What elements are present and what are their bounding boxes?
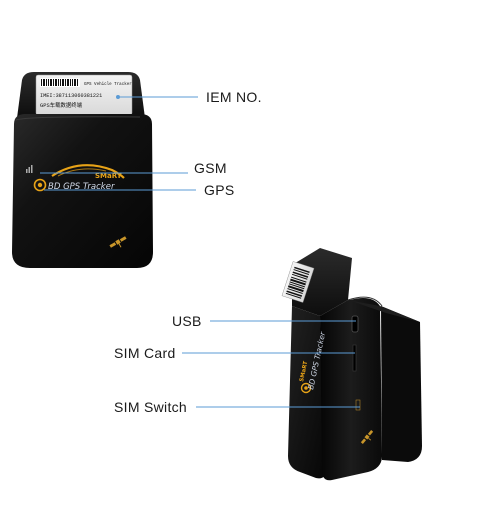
usb-port <box>351 315 359 333</box>
tracker-side-face <box>320 298 383 481</box>
tracker-body <box>12 114 153 268</box>
callout-sim-card: SIM Card <box>114 345 176 361</box>
brand-swirl-icon-angled <box>300 382 312 394</box>
callout-gsm: GSM <box>194 160 227 176</box>
brand-logo: SMaRT BD GPS Tracker <box>33 164 125 192</box>
brand-top-text-angled: SMaRT <box>299 360 309 382</box>
tracker-right-face <box>381 306 422 462</box>
imei-label-angled <box>281 261 315 303</box>
obd-plug-angled <box>292 248 352 316</box>
brand-bottom-text: BD GPS Tracker <box>48 182 115 192</box>
callout-sim-switch: SIM Switch <box>114 399 188 415</box>
sim-card-slot <box>352 344 357 372</box>
callout-gps: GPS <box>204 182 235 198</box>
device-front-view: GPS Vehicle Tracker IMEI:387113060381221… <box>12 72 153 268</box>
imei-text: IMEI:387113060381221 <box>40 93 102 99</box>
leader-lines <box>40 95 360 408</box>
brand-swirl-icon <box>33 178 47 192</box>
signal-indicator-icon <box>26 165 33 173</box>
brand-top-text: SMaRT <box>95 172 122 180</box>
satellite-icon <box>109 236 127 248</box>
callout-usb: USB <box>172 313 202 329</box>
sim-switch <box>355 399 361 411</box>
callout-iem-no: IEM NO. <box>206 89 262 105</box>
device-angled-view: BD GPS Tracker SMaRT <box>281 248 422 481</box>
satellite-icon-angled <box>360 430 374 444</box>
barcode <box>40 78 80 87</box>
label-header-text: GPS Vehicle Tracker <box>84 82 132 87</box>
model-line-text: GPS车载数据终端 <box>40 101 83 109</box>
